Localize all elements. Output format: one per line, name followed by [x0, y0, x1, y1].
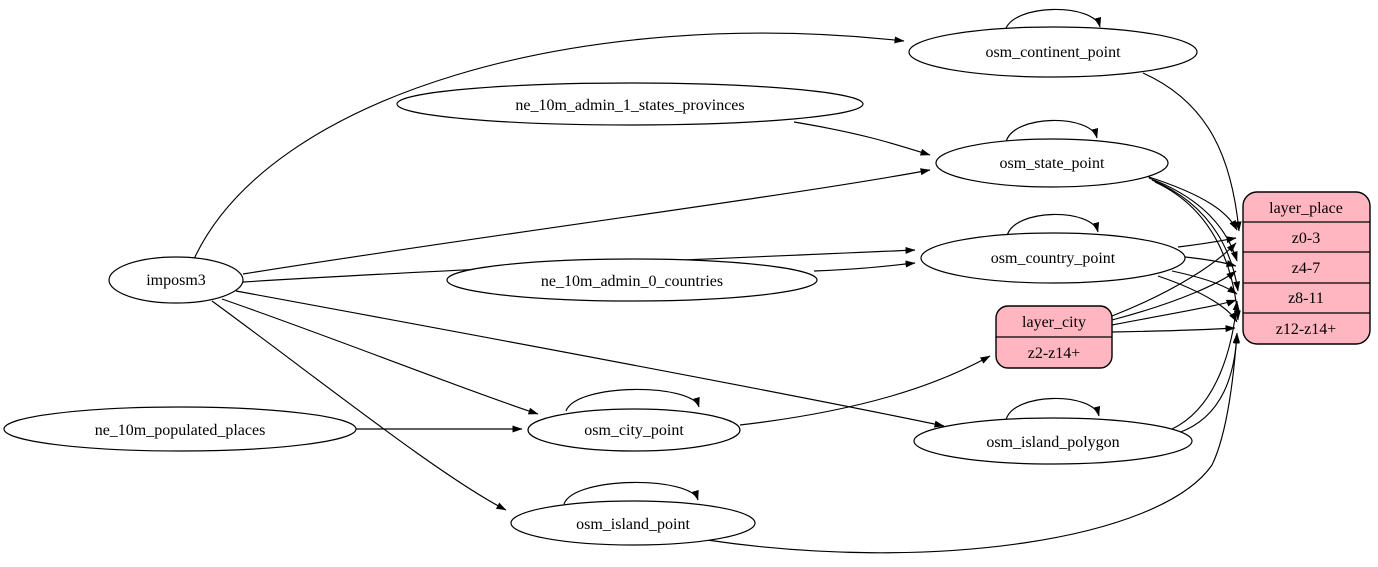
edge-layer_city-to-layer_place-z12-z14 [1111, 325, 1236, 333]
node-osm_state_point: osm_state_point [935, 138, 1169, 188]
osm_island_polygon-label: osm_island_polygon [986, 434, 1119, 451]
osm_island_polygon-ellipse [913, 417, 1193, 465]
layer_city-row-z2-z14: z2-z14+ [1028, 345, 1081, 362]
edge-layer_city-to-layer_place-z8-11 [1111, 299, 1237, 326]
edge-ne_10m_admin_0_countries-to-osm_country_point [813, 260, 916, 272]
osm_country_point-label: osm_country_point [991, 250, 1116, 267]
ne_10m_populated_places-label: ne_10m_populated_places [95, 422, 266, 439]
osm_city_point-ellipse [527, 408, 741, 452]
edge-imposm3-to-osm_city_point [221, 298, 539, 415]
edge-osm_country_point-to-layer_place-z0-3 [1177, 236, 1237, 248]
edge-osm_state_point-to-layer_place-z4-7 [1148, 177, 1238, 262]
imposm3-label: imposm3 [146, 272, 206, 289]
layer_place-row-z12-z14: z12-z14+ [1276, 321, 1337, 338]
edge-osm_country_point-to-layer_place-z4-7 [1184, 256, 1237, 267]
edge-layer_city-to-layer_place-z4-7 [1111, 270, 1237, 321]
selfloop-osm_island_point [563, 481, 699, 505]
edge-imposm3-to-osm_state_point [242, 168, 931, 275]
record-layer_place: layer_place z0-3 z4-7 z8-11 z12-z14+ [1242, 191, 1371, 345]
selfloop-osm_city_point [565, 388, 700, 412]
selfloop-osm_country_point [1006, 213, 1100, 237]
layer_place-box [1242, 191, 1371, 345]
osm_island_point-ellipse [510, 500, 756, 546]
layer_place-row-z4-7: z4-7 [1292, 260, 1320, 277]
osm_island_point-label: osm_island_point [576, 516, 690, 533]
edge-osm_island_polygon-to-layer_place-z12-z14 [1177, 332, 1241, 434]
layer_city-title: layer_city [1022, 314, 1086, 331]
osm_city_point-label: osm_city_point [584, 422, 684, 439]
edge-ne_10m_admin_1_states_provinces-to-osm_state_point [793, 121, 931, 156]
layer_place-row-z0-3: z0-3 [1292, 230, 1320, 247]
edge-osm_country_point-to-layer_place-z8-11 [1171, 270, 1238, 295]
edge-imposm3-to-osm_island_polygon [235, 290, 945, 428]
node-osm_island_polygon: osm_island_polygon [913, 417, 1193, 465]
ne_10m_admin_1_states_provinces-ellipse [396, 82, 864, 126]
osm_country_point-ellipse [920, 232, 1186, 284]
node-ne_10m_admin_1_states_provinces: ne_10m_admin_1_states_provinces [396, 82, 864, 126]
layer_place-title: layer_place [1269, 200, 1343, 217]
selfloop-osm_island_polygon [1005, 397, 1101, 421]
node-ne_10m_admin_0_countries: ne_10m_admin_0_countries [446, 258, 818, 302]
record-layer_city: layer_city z2-z14+ [995, 305, 1113, 369]
node-osm_continent_point: osm_continent_point [908, 26, 1198, 78]
edge-osm_continent_point-to-layer_place-z0-3 [1142, 72, 1242, 232]
ne_10m_admin_1_states_provinces-label: ne_10m_admin_1_states_provinces [515, 97, 744, 114]
ne_10m_admin_0_countries-ellipse [446, 258, 818, 302]
node-imposm3: imposm3 [108, 256, 244, 304]
edge-osm_city_point-to-layer_city-z2-z14 [739, 355, 991, 426]
edge-imposm3-to-osm_continent_point [193, 32, 905, 260]
node-osm_island_point: osm_island_point [510, 500, 756, 546]
ne_10m_populated_places-ellipse [3, 406, 357, 452]
edges [193, 8, 1242, 554]
edge-osm_island_polygon-to-layer_place-z8-11 [1171, 300, 1240, 430]
osm_state_point-label: osm_state_point [1000, 155, 1105, 172]
edge-imposm3-to-osm_island_point [211, 300, 507, 511]
node-ne_10m_populated_places: ne_10m_populated_places [3, 406, 357, 452]
edge-osm_island_point-to-layer_place-z12-z14 [706, 333, 1240, 554]
ne_10m_admin_0_countries-label: ne_10m_admin_0_countries [541, 273, 723, 290]
edge-layer_city-to-layer_place-z0-3 [1111, 242, 1237, 317]
imposm3-ellipse [108, 256, 244, 304]
osm_continent_point-ellipse [908, 26, 1198, 78]
osm_state_point-ellipse [935, 138, 1169, 188]
node-osm_city_point: osm_city_point [527, 408, 741, 452]
selfloop-osm_state_point [1005, 119, 1099, 143]
edge-osm_state_point-to-layer_place-z0-3 [1145, 175, 1238, 231]
osm_continent_point-label: osm_continent_point [985, 44, 1121, 61]
selfloop-osm_continent_point [1004, 8, 1102, 32]
node-osm_country_point: osm_country_point [920, 232, 1186, 284]
edge-osm_country_point-to-layer_place-z12-z14 [1157, 275, 1238, 323]
layer_place-row-z8-11: z8-11 [1288, 290, 1324, 307]
